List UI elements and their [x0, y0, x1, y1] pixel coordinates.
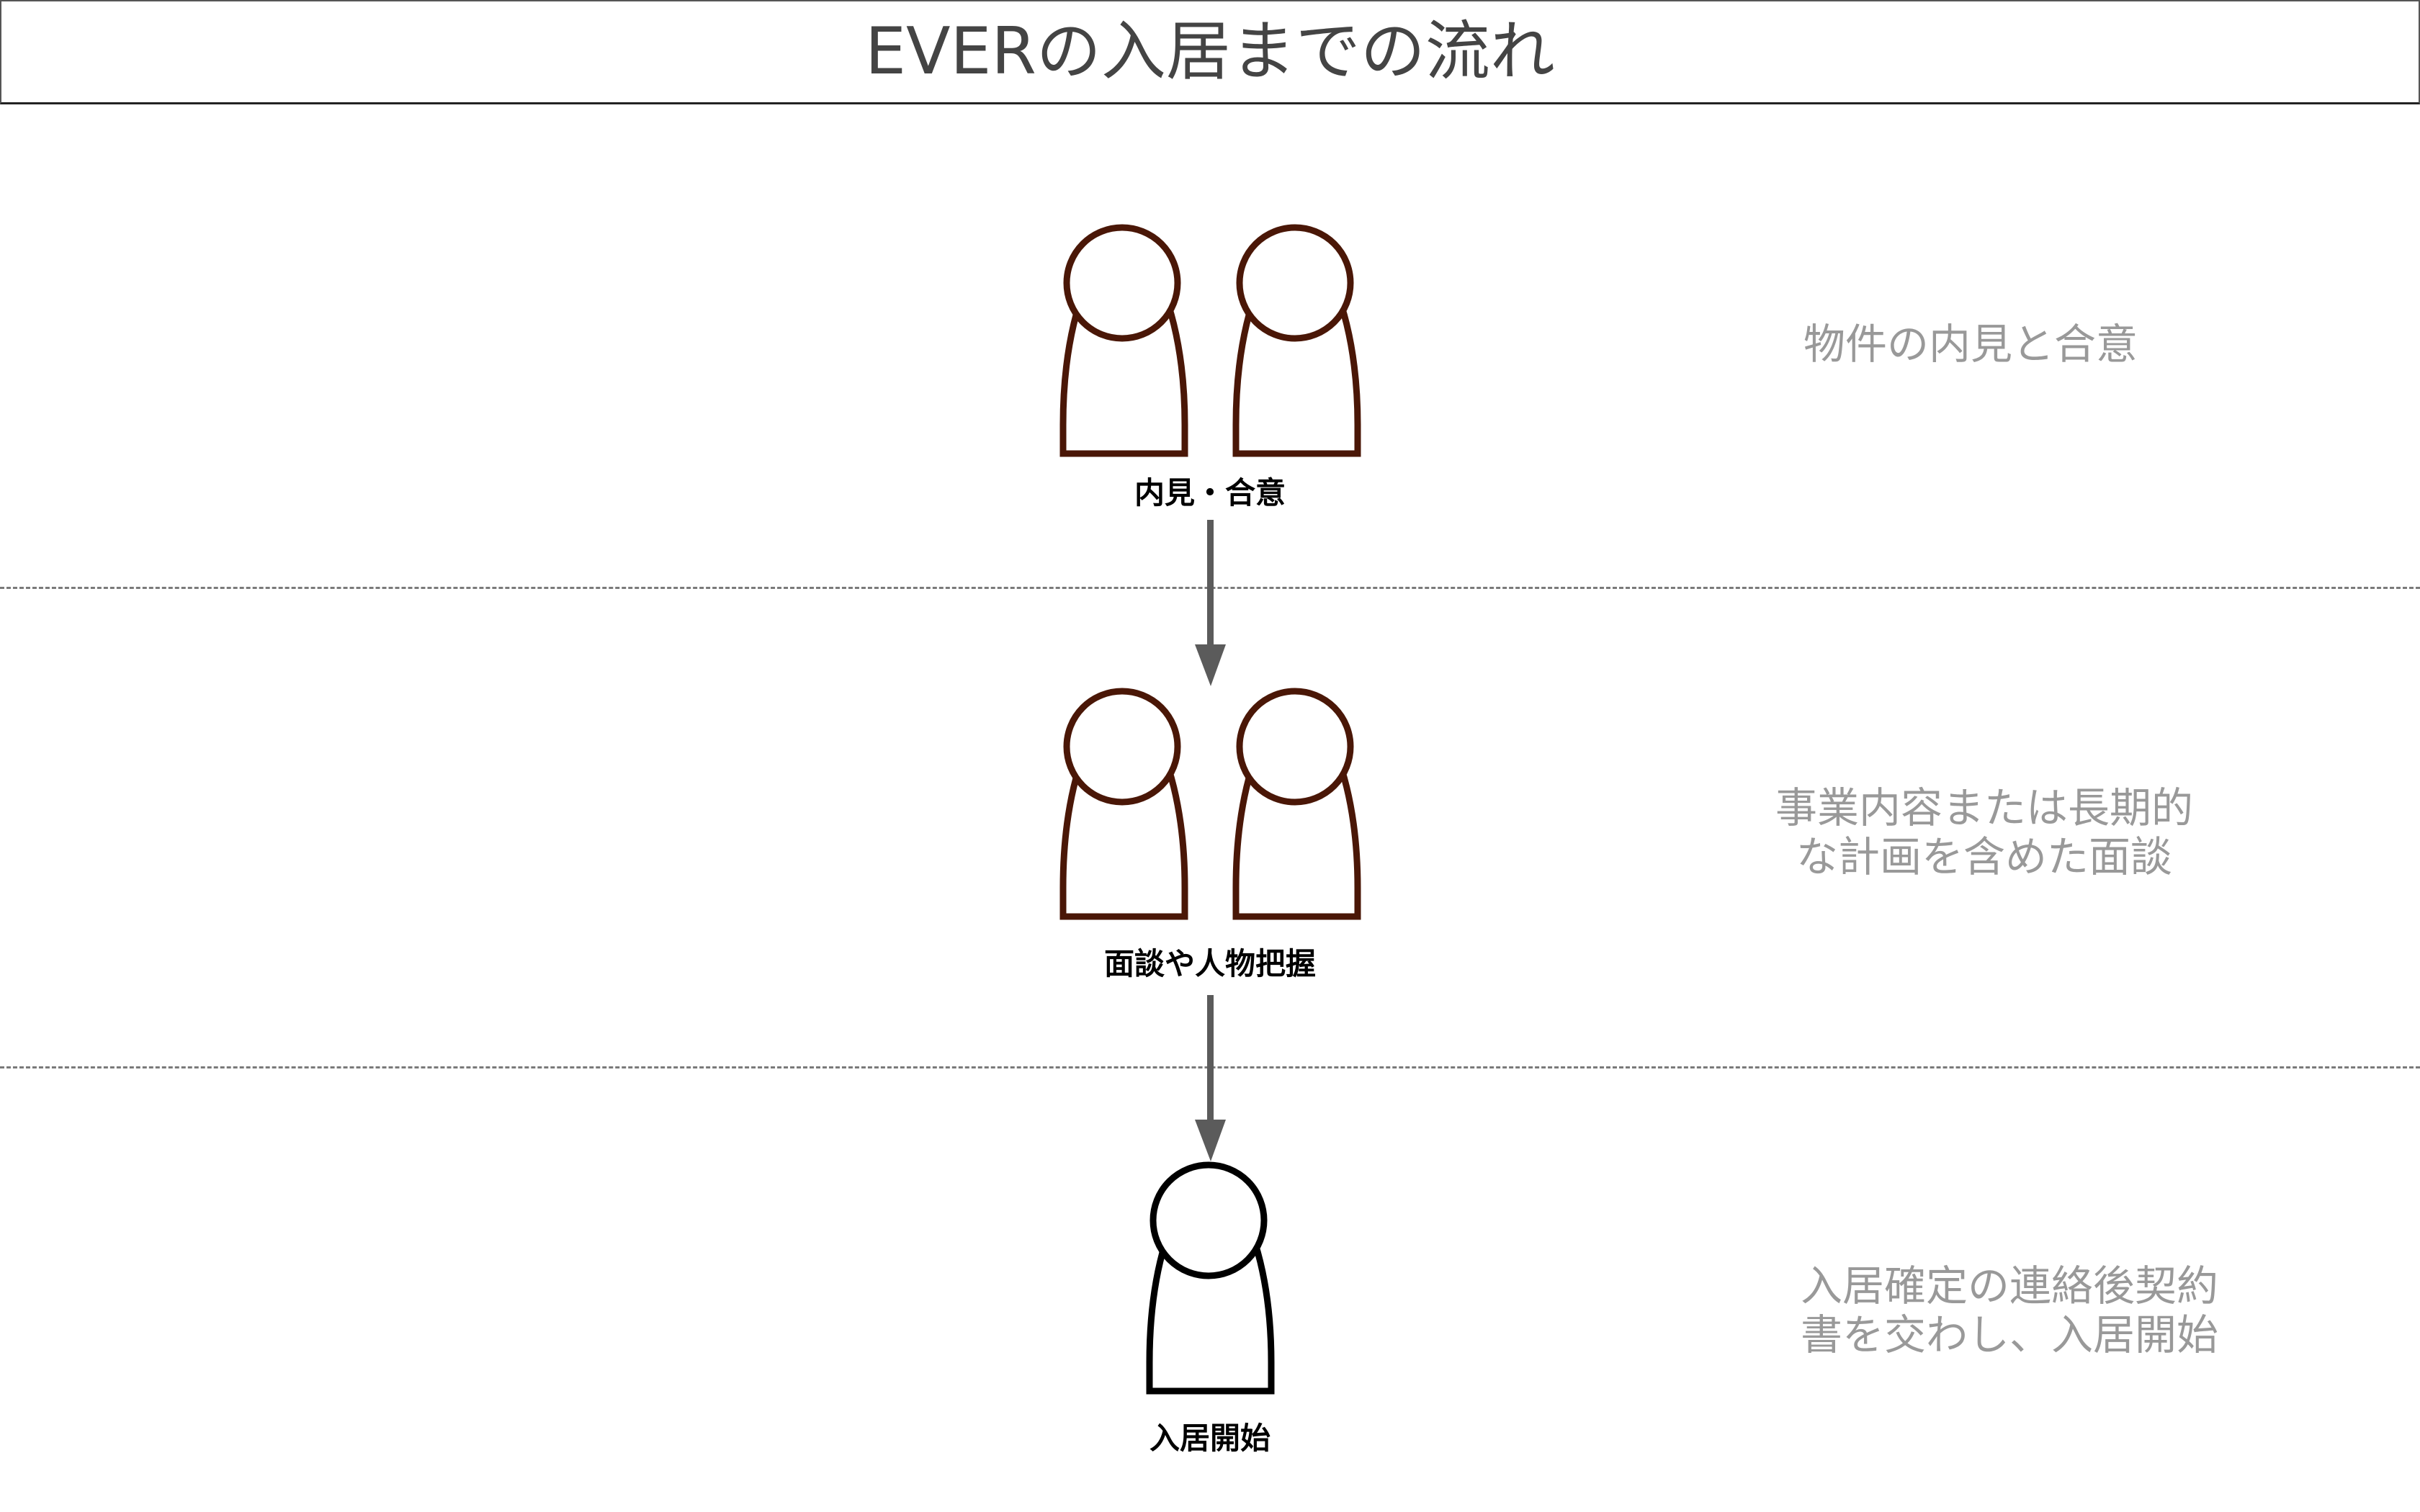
description-line: 書を交わし、入居開始 [1800, 1310, 2219, 1359]
person-icon [1059, 224, 1188, 457]
node-label-interview: 面談や人物把握 [1103, 946, 1317, 981]
step-description-1: 物件の内見と合意 [1803, 320, 2138, 369]
step-description-2: 事業内容または長期的 な計画を含めた面談 [1775, 783, 2193, 881]
description-line: 物件の内見と合意 [1803, 320, 2138, 369]
description-line: な計画を含めた面談 [1796, 832, 2173, 881]
node-label-move-in: 入居開始 [1149, 1421, 1271, 1456]
node-label-viewing: 内見・合意 [1134, 475, 1286, 510]
arrow-down-icon [1195, 520, 1226, 686]
person-icon [1232, 688, 1361, 920]
two-persons-icon[interactable] [1059, 688, 1361, 920]
person-icon [1232, 224, 1361, 457]
page-title: EVERの入居までの流れ [865, 14, 1555, 89]
title-box: EVERの入居までの流れ [0, 0, 2420, 104]
person-icon[interactable] [1146, 1161, 1275, 1395]
description-line: 入居確定の連絡後契約 [1800, 1261, 2219, 1310]
two-persons-icon[interactable] [1059, 224, 1361, 457]
step-description-3: 入居確定の連絡後契約 書を交わし、入居開始 [1801, 1261, 2218, 1359]
arrow-down-icon [1195, 995, 1226, 1161]
description-line: 事業内容または長期的 [1775, 783, 2194, 832]
person-icon [1059, 688, 1188, 920]
